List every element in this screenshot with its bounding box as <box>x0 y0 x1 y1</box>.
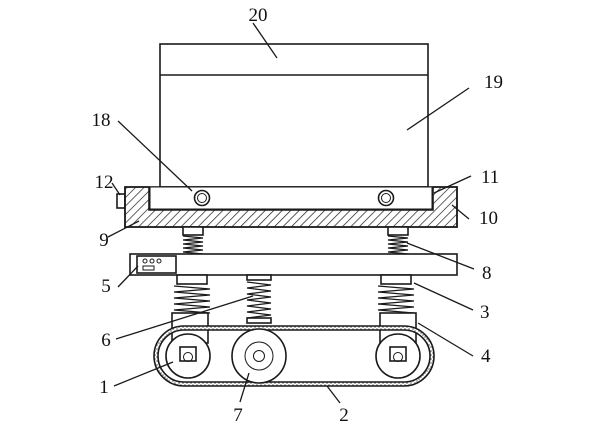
label-12: 12 <box>95 172 114 193</box>
label-20: 20 <box>249 5 268 26</box>
label-10: 10 <box>479 208 498 229</box>
control-panel <box>136 255 177 274</box>
label-6: 6 <box>101 330 111 351</box>
label-11: 11 <box>481 167 499 188</box>
label-19: 19 <box>484 72 503 93</box>
label-2: 2 <box>339 405 349 426</box>
wheel-left <box>165 333 211 379</box>
bolt-left <box>193 189 211 207</box>
upper-spring-right <box>387 226 409 255</box>
lower-spring-left <box>173 274 211 314</box>
crawler-track <box>153 325 435 387</box>
side-knob <box>116 193 126 209</box>
lower-spring-right <box>377 274 415 314</box>
label-18: 18 <box>92 110 111 131</box>
middle-plate <box>129 253 458 276</box>
leader-lines <box>107 22 475 404</box>
label-5: 5 <box>101 276 111 297</box>
drive-wheel <box>231 328 287 384</box>
top-box <box>159 43 429 188</box>
upper-spring-left <box>182 226 204 255</box>
center-spring <box>246 274 272 324</box>
label-1: 1 <box>99 377 109 398</box>
label-3: 3 <box>480 302 490 323</box>
wheel-right <box>375 333 421 379</box>
tray <box>124 186 458 228</box>
label-9: 9 <box>99 230 109 251</box>
bolt-right <box>377 189 395 207</box>
label-8: 8 <box>482 263 492 284</box>
label-4: 4 <box>481 346 491 367</box>
label-7: 7 <box>233 405 243 426</box>
